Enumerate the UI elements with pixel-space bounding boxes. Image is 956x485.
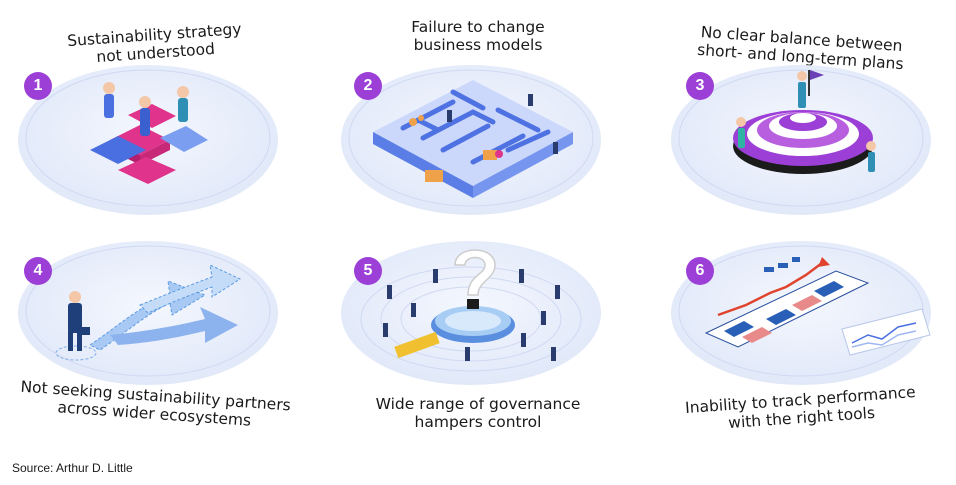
panel-2: Failure to change business models 2: [323, 10, 633, 240]
panel-5: 5 Wide range of governance hampers contr…: [323, 235, 633, 465]
step-number-badge: 1: [24, 72, 52, 100]
step-number-badge: 5: [354, 257, 382, 285]
step-number-badge: 2: [354, 72, 382, 100]
target-icon: [671, 65, 931, 215]
source-note: Source: Arthur D. Little: [12, 461, 133, 475]
maze-icon: [341, 65, 601, 215]
panel-2-title: Failure to change business models: [411, 18, 545, 54]
panel-5-title: Wide range of governance hampers control: [375, 395, 581, 431]
puzzle-icon: [18, 65, 278, 215]
arrows-icon: [18, 241, 278, 385]
panel-4: 4 Not seeking sustainability partners ac…: [0, 235, 310, 465]
panel-1: Sustainability strategy not understood 1: [0, 10, 310, 240]
panel-6: 6 Inability to track performance with th…: [646, 235, 956, 465]
chart-icon: [671, 241, 931, 385]
step-number-badge: 6: [686, 257, 714, 285]
step-number-badge: 3: [686, 72, 714, 100]
step-number-badge: 4: [24, 257, 52, 285]
question-mark-icon: [341, 241, 601, 385]
panel-3: No clear balance between short- and long…: [646, 10, 956, 240]
